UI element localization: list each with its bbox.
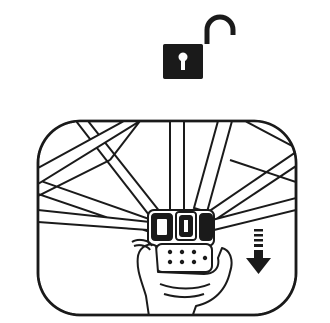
open-padlock-icon — [163, 17, 233, 79]
